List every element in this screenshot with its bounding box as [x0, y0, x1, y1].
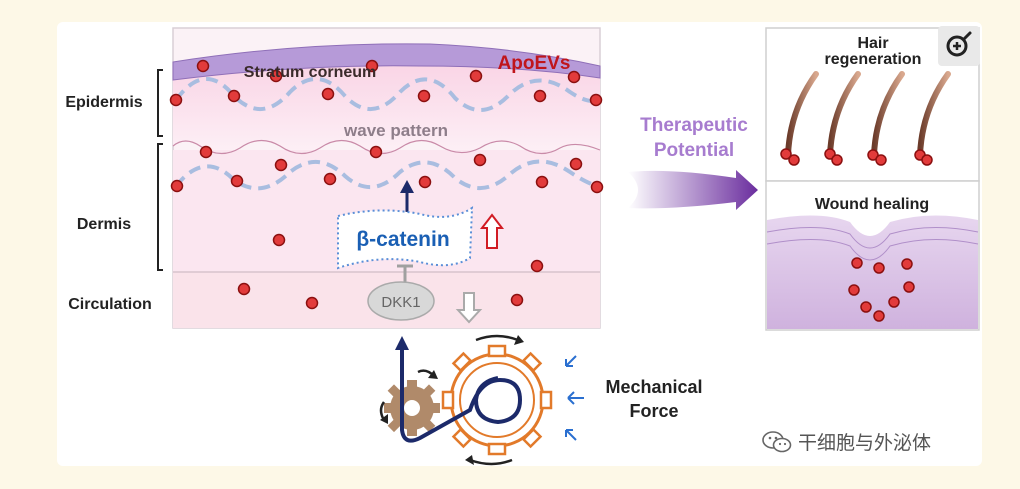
skin-panel [172, 27, 601, 329]
zoom-in-icon [946, 31, 972, 57]
epidermis-label: Epidermis [65, 94, 142, 111]
apoev-dot [510, 293, 524, 307]
apoevs-label: ApoEVs [498, 53, 571, 74]
apoev-dot [269, 69, 283, 83]
apoev-dot [473, 153, 487, 167]
mechanical-label-line1: Mechanical [605, 377, 702, 397]
downregulation-arrow-icon [455, 292, 483, 324]
apoev-dot [417, 89, 431, 103]
apoev-dot [227, 89, 241, 103]
dermis-bracket [157, 143, 163, 271]
wechat-icon [762, 430, 792, 452]
hair-strand-icon [827, 71, 861, 158]
mechanical-force-graphic: Mechanical Force [379, 334, 703, 466]
rotation-arrow-icon [475, 334, 519, 342]
watermark-text: 干细胞与外泌体 [798, 432, 932, 454]
wound-healing-label: Wound healing [815, 196, 929, 213]
therapeutic-arrow [628, 170, 758, 210]
upregulation-arrow-icon [479, 213, 505, 249]
lower-dashed-wave [174, 159, 599, 191]
stratum-corneum-label: Stratum corneum [244, 64, 376, 81]
apoev-dot [305, 296, 319, 310]
apoev-dot [169, 93, 183, 107]
hair-label-line2: regeneration [825, 51, 922, 68]
hair-strands [785, 71, 951, 158]
beta-catenin-label: β-catenin [356, 228, 449, 251]
rotation-arrow-icon [469, 458, 513, 466]
apoev-dot [365, 59, 379, 73]
rotation-arrow-icon [379, 401, 386, 421]
upper-dashed-wave [174, 76, 599, 113]
therapeutic-line1: Therapeutic [640, 115, 748, 136]
wound-tissue [767, 215, 978, 329]
epidermis-bracket [157, 69, 163, 137]
apoev-dot [369, 145, 383, 159]
apoev-dot [196, 59, 210, 73]
apoev-dot [237, 282, 251, 296]
apoev-dot [199, 145, 213, 159]
apoev-dot [533, 89, 547, 103]
dkk1-label: DKK1 [381, 294, 420, 311]
apoev-dot [590, 180, 604, 194]
force-arrow-icon [565, 429, 577, 441]
small-gear-icon [384, 380, 440, 436]
wound-healing-panel: Wound healing [765, 180, 980, 331]
apoev-dot [230, 174, 244, 188]
hair-strand-icon [871, 71, 905, 158]
apoev-dot [323, 172, 337, 186]
force-arrow-icon [567, 391, 584, 405]
apoev-dot [170, 179, 184, 193]
hair-strand-icon [917, 71, 951, 158]
apoev-dot [469, 69, 483, 83]
beta-catenin-callout [337, 206, 474, 270]
dkk1-ellipse [367, 281, 435, 321]
hair-strand-icon [785, 71, 819, 158]
apoev-dots-skin [169, 59, 604, 310]
large-gear-icon [441, 344, 553, 456]
therapeutic-line2: Potential [654, 140, 734, 161]
watermark: 干细胞与外泌体 [762, 428, 931, 455]
apoev-dot [321, 87, 335, 101]
apoev-dot [535, 175, 549, 189]
dermis-label: Dermis [77, 216, 131, 233]
zoom-button[interactable] [938, 26, 980, 66]
circulation-label: Circulation [68, 296, 152, 313]
apoev-dot [567, 70, 581, 84]
apoev-dot [530, 259, 544, 273]
stratum-corneum-layer [172, 43, 601, 81]
apoev-dot [589, 93, 603, 107]
wound-contour [766, 227, 979, 249]
force-input-arrows [565, 355, 584, 441]
apoev-dot [274, 158, 288, 172]
apoev-dot [569, 157, 583, 171]
hair-label-line1: Hair [857, 35, 888, 52]
force-up-arrow-icon [395, 336, 409, 350]
apoev-dot [418, 175, 432, 189]
force-path [400, 348, 523, 443]
wave-pattern-label: wave pattern [343, 121, 448, 140]
apoev-dot [272, 233, 286, 247]
mechanical-label-line2: Force [629, 401, 678, 421]
force-arrow-icon [565, 355, 577, 367]
